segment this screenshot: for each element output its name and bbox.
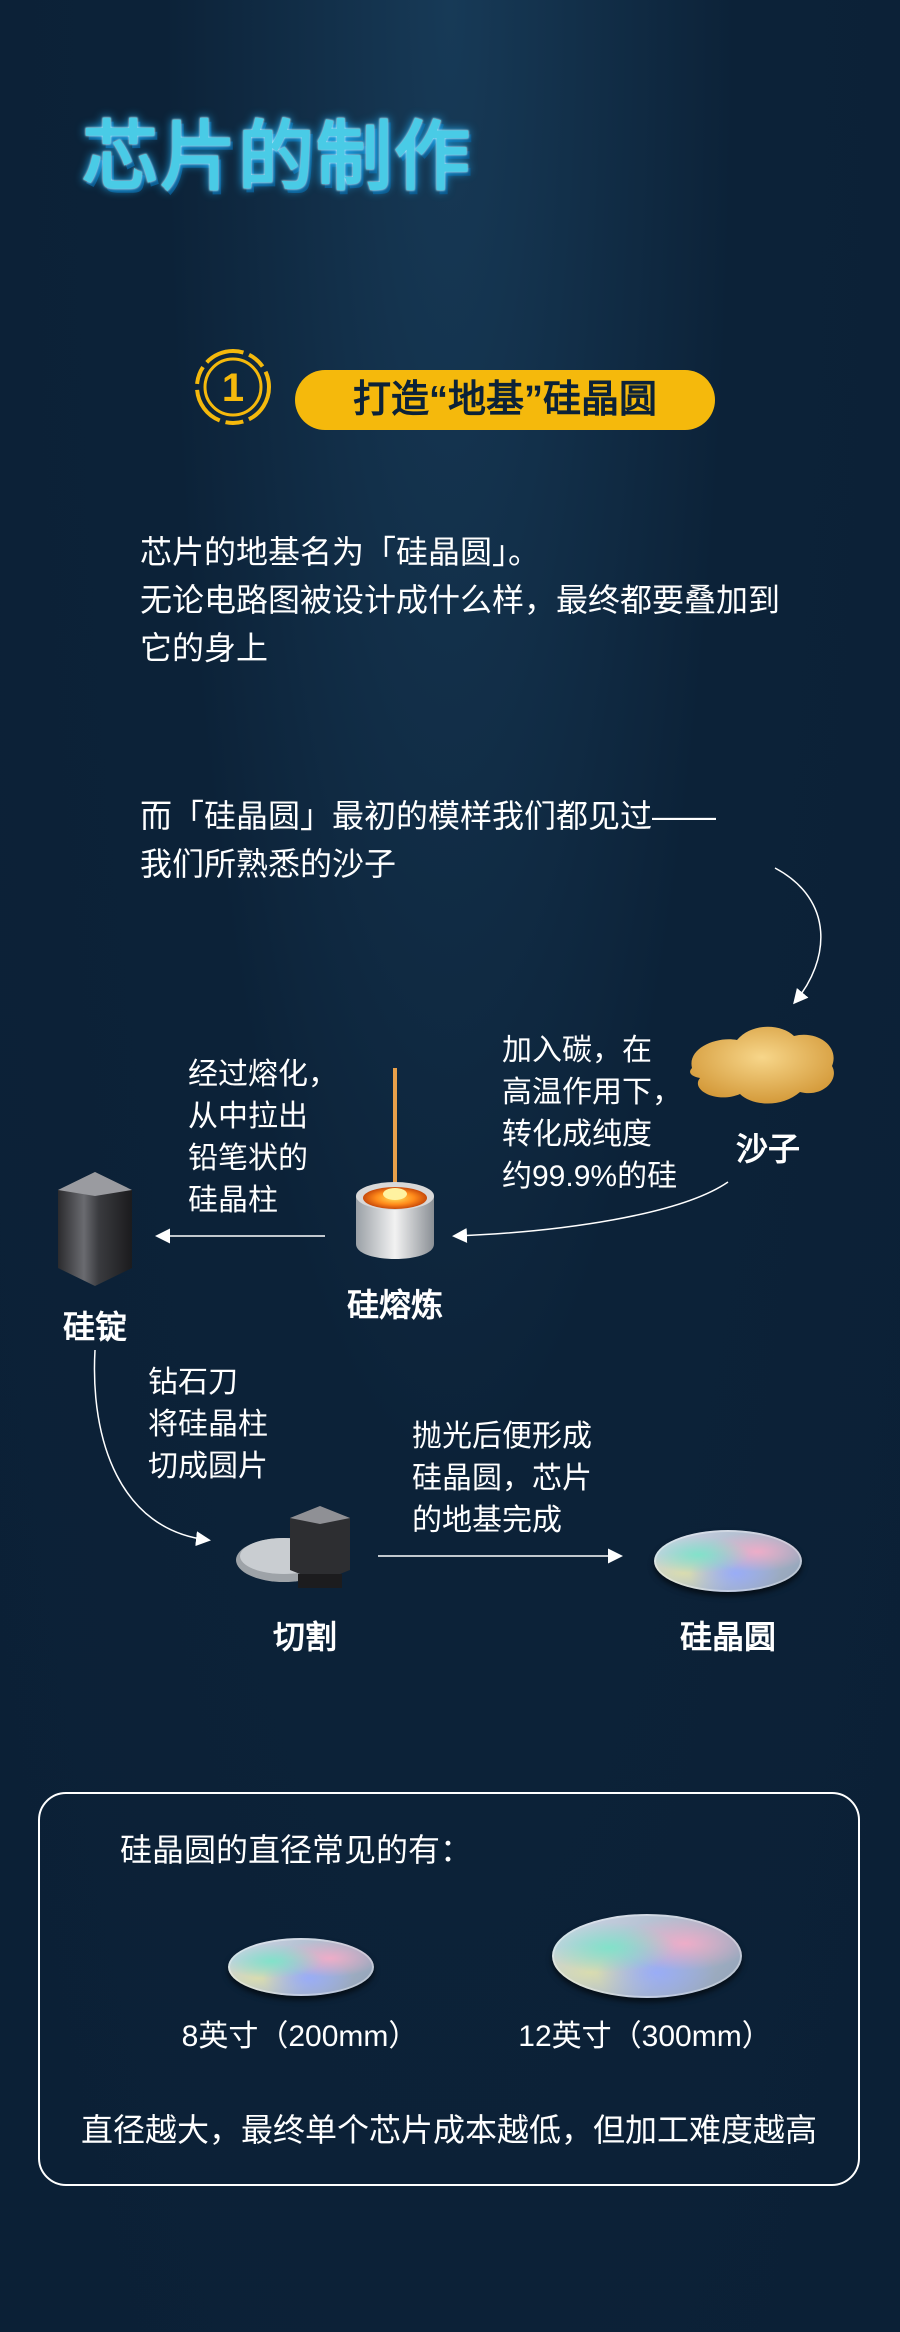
melt-note-line: 经过熔化， [188, 1058, 338, 1091]
sand-label: 沙子 [735, 1131, 800, 1167]
size-12inch-label: 12英寸（300mm） [518, 2020, 772, 2053]
wafer-12inch-image [552, 1914, 742, 1998]
polish-note-line: 的地基完成 [412, 1504, 562, 1537]
step-title: 打造“地基”硅晶圆 [295, 370, 715, 430]
ingot-label: 硅锭 [62, 1309, 127, 1345]
cut-label: 切割 [272, 1619, 337, 1655]
origin-paragraph: 而「硅晶圆」最初的模样我们都见过—— 我们所熟悉的沙子 [140, 792, 716, 888]
carbon-note-line: 转化成纯度 [502, 1118, 652, 1151]
intro-paragraph: 芯片的地基名为「硅晶圆」。 无论电路图被设计成什么样，最终都要叠加到 它的身上 [140, 528, 780, 672]
cut-note-line: 钻石刀 [148, 1366, 238, 1399]
step-number-badge: 1 [192, 346, 274, 428]
origin-line: 我们所熟悉的沙子 [140, 846, 397, 882]
wafer-label: 硅晶圆 [679, 1619, 776, 1655]
size-heading: 硅晶圆的直径常见的有： [120, 1832, 473, 1868]
melt-note-line: 铅笔状的 [188, 1142, 308, 1175]
cut-note-line: 切成圆片 [148, 1450, 268, 1483]
cutting-image [236, 1506, 350, 1588]
melt-note-line: 硅晶柱 [188, 1184, 278, 1217]
wafer-size-card [38, 1792, 860, 2186]
intro-line: 它的身上 [140, 630, 269, 666]
melt-note-line: 从中拉出 [188, 1100, 308, 1133]
carbon-note-line: 高温作用下， [502, 1076, 682, 1109]
size-8inch-label: 8英寸（200mm） [181, 2020, 419, 2053]
arrow-origin-to-sand [774, 867, 822, 1005]
melting-crucible-image [356, 1068, 434, 1259]
cut-note-line: 将硅晶柱 [148, 1408, 268, 1441]
page-title: 芯片的制作 [82, 115, 472, 200]
cut-note: 钻石刀 将硅晶柱 切成圆片 [148, 1362, 268, 1488]
polish-note-line: 抛光后便形成 [412, 1420, 592, 1453]
origin-line: 而「硅晶圆」最初的模样我们都见过—— [140, 798, 717, 834]
melt-label: 硅熔炼 [346, 1287, 443, 1323]
sand-pile-image [690, 1026, 834, 1104]
intro-line: 无论电路图被设计成什么样，最终都要叠加到 [140, 582, 781, 618]
size-footer-note: 直径越大，最终单个芯片成本越低，但加工难度越高 [80, 2112, 817, 2148]
carbon-note-line: 加入碳，在 [502, 1034, 652, 1067]
arrow-sand-to-melt [452, 1181, 729, 1244]
carbon-note: 加入碳，在 高温作用下， 转化成纯度 约99.9%的硅 [502, 1030, 682, 1198]
step-number: 1 [222, 366, 244, 410]
arrow-ingot-to-cut [93, 1349, 211, 1547]
silicon-ingot-image [58, 1172, 132, 1286]
polish-note: 抛光后便形成 硅晶圆，芯片 的地基完成 [412, 1416, 592, 1542]
carbon-note-line: 约99.9%的硅 [502, 1160, 678, 1193]
intro-line: 芯片的地基名为「硅晶圆」。 [140, 534, 541, 570]
wafer-8inch-image [228, 1938, 374, 1996]
process-arrows [93, 867, 822, 1564]
melt-note: 经过熔化， 从中拉出 铅笔状的 硅晶柱 [188, 1054, 338, 1222]
polish-note-line: 硅晶圆，芯片 [412, 1462, 592, 1495]
wafer-image [654, 1530, 802, 1592]
